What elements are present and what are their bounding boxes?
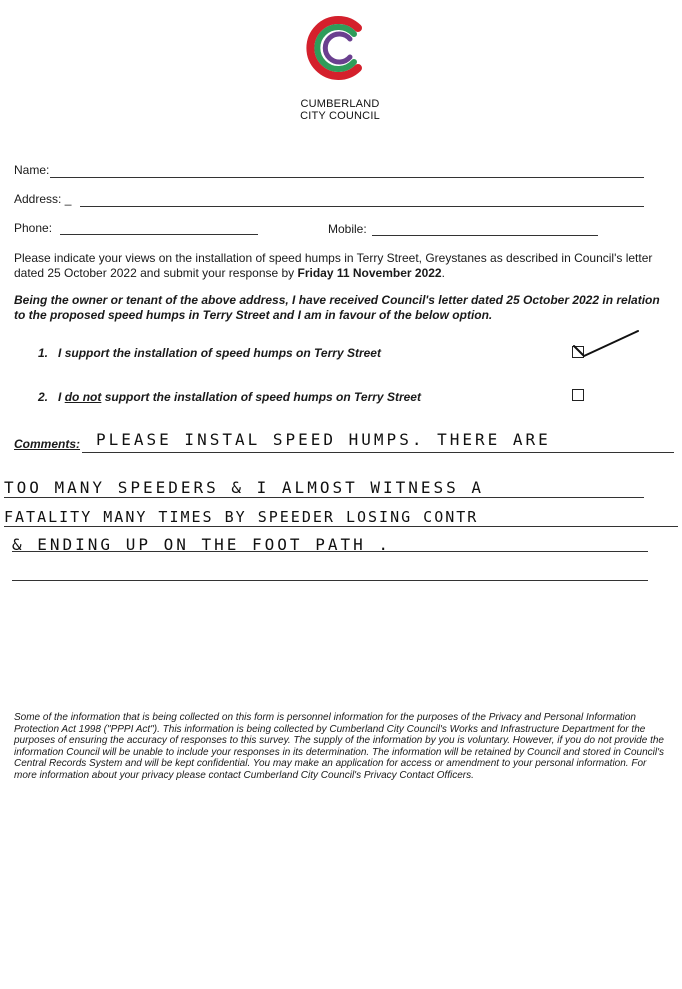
org-line-1: CUMBERLAND: [300, 98, 380, 110]
comment-rule-4: [12, 551, 648, 552]
comment-line-2: TOO MANY SPEEDERS & I ALMOST WITNESS A: [4, 478, 485, 497]
name-line[interactable]: [50, 177, 644, 178]
comment-rule-1: [82, 452, 674, 453]
option-1-number: 1.: [38, 346, 49, 360]
mobile-line[interactable]: [372, 235, 598, 236]
intro-tail: .: [441, 266, 445, 280]
comment-rule-3: [4, 526, 678, 527]
phone-label: Phone:: [14, 221, 53, 235]
address-label: Address: _: [14, 192, 72, 206]
checkmark-icon: [573, 330, 639, 357]
phone-line[interactable]: [60, 234, 258, 235]
option-1-checkbox[interactable]: [572, 346, 584, 358]
declaration: Being the owner or tenant of the above a…: [14, 293, 660, 322]
option-2-emphasis: do not: [64, 390, 102, 404]
address-line[interactable]: [80, 206, 644, 207]
option-1: 1. I support the installation of speed h…: [38, 346, 381, 360]
comments-label: Comments:: [14, 437, 81, 451]
comment-rule-2: [4, 497, 644, 498]
option-2-post: support the installation of speed humps …: [101, 390, 421, 404]
intro-paragraph: Please indicate your views on the instal…: [14, 251, 666, 281]
intro-lead: Please indicate your views on the instal…: [14, 251, 653, 280]
council-logo: [306, 16, 362, 80]
comment-line-4: & ENDING UP ON THE FOOT PATH .: [12, 535, 391, 554]
mobile-label: Mobile:: [328, 222, 367, 236]
option-2-number: 2.: [38, 390, 49, 404]
organisation-name: CUMBERLAND CITY COUNCIL: [280, 98, 400, 122]
comment-line-3: FATALITY MANY TIMES BY SPEEDER LOSING CO…: [4, 508, 479, 526]
comment-rule-5: [12, 580, 648, 581]
org-line-2: CITY COUNCIL: [300, 110, 380, 122]
comment-line-1: PLEASE INSTAL SPEED HUMPS. THERE ARE: [96, 430, 551, 449]
option-2-checkbox[interactable]: [572, 389, 584, 401]
option-2-pre: I: [58, 390, 65, 404]
option-1-text: I support the installation of speed hump…: [58, 346, 381, 360]
intro-deadline: Friday 11 November 2022: [297, 266, 442, 280]
privacy-notice: Some of the information that is being co…: [14, 712, 665, 781]
option-2: 2. I do not support the installation of …: [38, 390, 421, 404]
name-label: Name:: [14, 163, 50, 177]
